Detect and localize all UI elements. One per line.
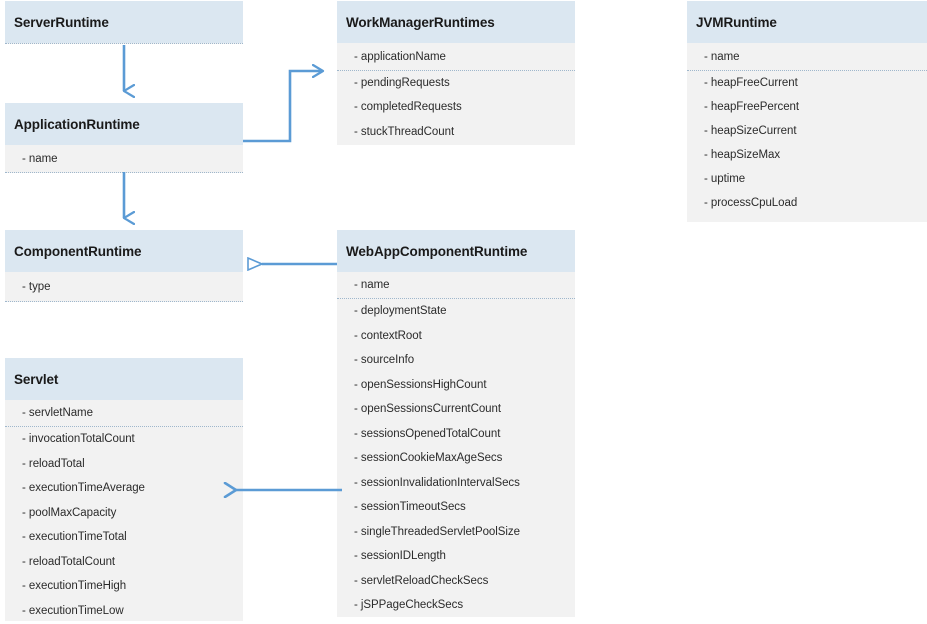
attribute-row: - processCpuLoad [704,197,798,209]
class-title-webapp-component-runtime: WebAppComponentRuntime [346,243,528,259]
attribute-row: - name [22,152,58,165]
class-box-servlet[interactable]: Servlet - servletName - invocationTotalC… [5,358,243,621]
class-box-work-manager-runtimes[interactable]: WorkManagerRuntimes - applicationName - … [337,1,575,145]
attribute-row: - reloadTotal [22,457,85,470]
attribute-row: - heapFreeCurrent [704,77,798,89]
attribute-row: - heapFreePercent [704,101,800,113]
attribute-row: - executionTimeAverage [22,482,145,495]
class-box-webapp-component-runtime[interactable]: WebAppComponentRuntime - name - deployme… [337,230,575,617]
attribute-row: - name [687,43,927,71]
attribute-row: - reloadTotalCount [22,555,116,568]
class-title-application-runtime: ApplicationRuntime [14,116,140,132]
attribute-row: - jSPPageCheckSecs [354,599,464,612]
attribute-row: - completedRequests [354,101,462,113]
attribute-row: - openSessionsHighCount [354,378,487,391]
attribute-row: - poolMaxCapacity [22,506,117,519]
class-attributes-server-runtime [5,43,243,44]
class-box-application-runtime[interactable]: ApplicationRuntime - name [5,103,243,173]
attribute-row: - sourceInfo [354,354,415,367]
attribute-row: - sessionIDLength [354,550,446,563]
attribute-row: - executionTimeHigh [22,580,127,593]
attribute-row: - invocationTotalCount [22,433,135,446]
class-attributes-jvm-runtime: - name - heapFreeCurrent - heapFreePerce… [687,43,927,222]
attribute-row: - openSessionsCurrentCount [354,403,502,416]
attribute-row: - stuckThreadCount [354,125,455,138]
class-attributes-webapp-component-runtime: - name - deploymentState - contextRoot -… [337,272,575,617]
attribute-row: - servletReloadCheckSecs [354,574,489,587]
class-header-jvm-runtime: JVMRuntime [687,1,927,43]
class-header-component-runtime: ComponentRuntime [5,230,243,272]
class-box-component-runtime[interactable]: ComponentRuntime - type [5,230,243,302]
class-box-server-runtime[interactable]: ServerRuntime [5,1,243,44]
attribute-row: - heapSizeMax [704,149,781,161]
class-title-component-runtime: ComponentRuntime [14,243,142,259]
attribute-row: - sessionInvalidationIntervalSecs [354,476,520,489]
class-header-webapp-component-runtime: WebAppComponentRuntime [337,230,575,272]
attribute-row: - servletName [5,400,243,427]
attribute-row: - pendingRequests [354,77,450,89]
class-title-servlet: Servlet [14,371,59,387]
class-attributes-component-runtime: - type [5,272,243,302]
class-title-jvm-runtime: JVMRuntime [696,14,777,30]
class-header-work-manager-runtimes: WorkManagerRuntimes [337,1,575,43]
attribute-row: - type [22,280,51,293]
class-header-application-runtime: ApplicationRuntime [5,103,243,145]
attribute-row: - sessionCookieMaxAgeSecs [354,452,503,465]
class-header-servlet: Servlet [5,358,243,400]
class-title-server-runtime: ServerRuntime [14,14,109,30]
class-header-server-runtime: ServerRuntime [5,1,243,43]
attribute-row: - sessionTimeoutSecs [354,501,466,514]
attribute-row: - applicationName [337,43,575,71]
attribute-row: - executionTimeLow [22,604,124,617]
attribute-row: - singleThreadedServletPoolSize [354,525,520,538]
attribute-row: - deploymentState [354,305,447,318]
attribute-row: - executionTimeTotal [22,531,127,544]
attribute-row: - uptime [704,173,746,185]
attribute-row: - contextRoot [354,329,422,342]
connector-application-to-workmanager [243,71,323,143]
class-attributes-servlet: - servletName - invocationTotalCount - r… [5,400,243,621]
attribute-row: - sessionsOpenedTotalCount [354,427,501,440]
attribute-row: - heapSizeCurrent [704,125,797,137]
class-title-work-manager-runtimes: WorkManagerRuntimes [346,14,495,30]
class-attributes-application-runtime: - name [5,145,243,173]
class-box-jvm-runtime[interactable]: JVMRuntime - name - heapFreeCurrent - he… [687,1,927,222]
class-attributes-work-manager-runtimes: - applicationName - pendingRequests - co… [337,43,575,145]
attribute-row: - name [337,272,575,299]
